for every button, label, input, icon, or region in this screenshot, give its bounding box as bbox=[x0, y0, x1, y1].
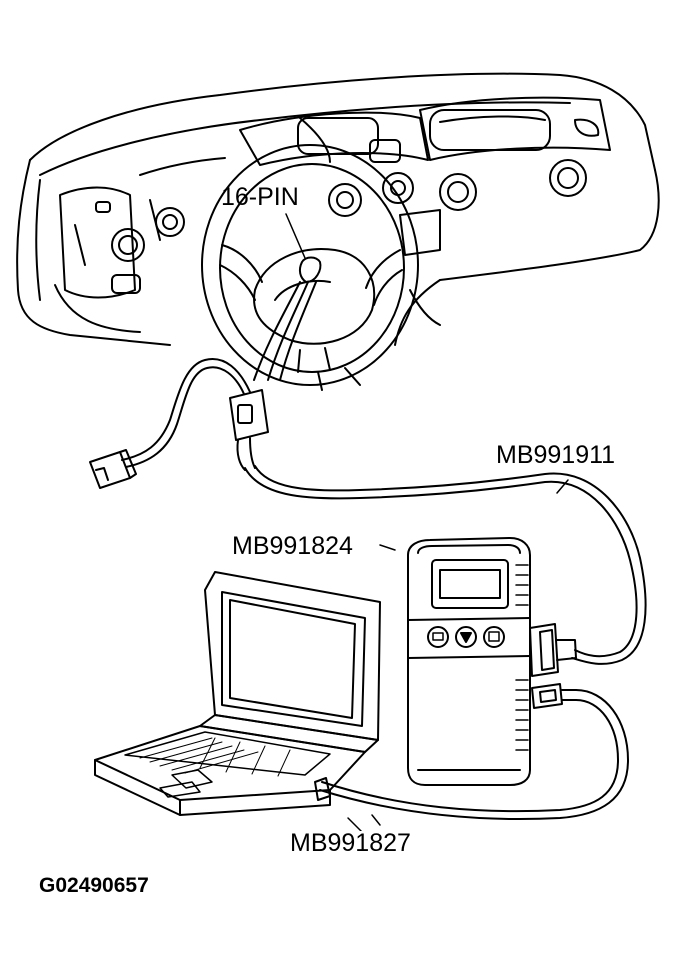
label-mb991824: MB991824 bbox=[230, 532, 355, 560]
usb-cable bbox=[319, 689, 629, 826]
label-mb991827: MB991827 bbox=[288, 829, 413, 857]
label-16-pin: 16-PIN bbox=[221, 183, 299, 211]
mut-interface-unit bbox=[379, 537, 577, 786]
label-mb991911: MB991911 bbox=[494, 441, 618, 469]
16-pin-connector bbox=[285, 213, 322, 283]
steering-wheel bbox=[201, 144, 419, 391]
figure-code: G02490657 bbox=[37, 874, 151, 897]
connector-cable-harness bbox=[89, 281, 317, 489]
dashboard bbox=[16, 72, 660, 346]
mb991827-leader-line bbox=[347, 817, 363, 833]
mb991911-cable bbox=[244, 465, 647, 665]
laptop-pc bbox=[94, 571, 381, 816]
